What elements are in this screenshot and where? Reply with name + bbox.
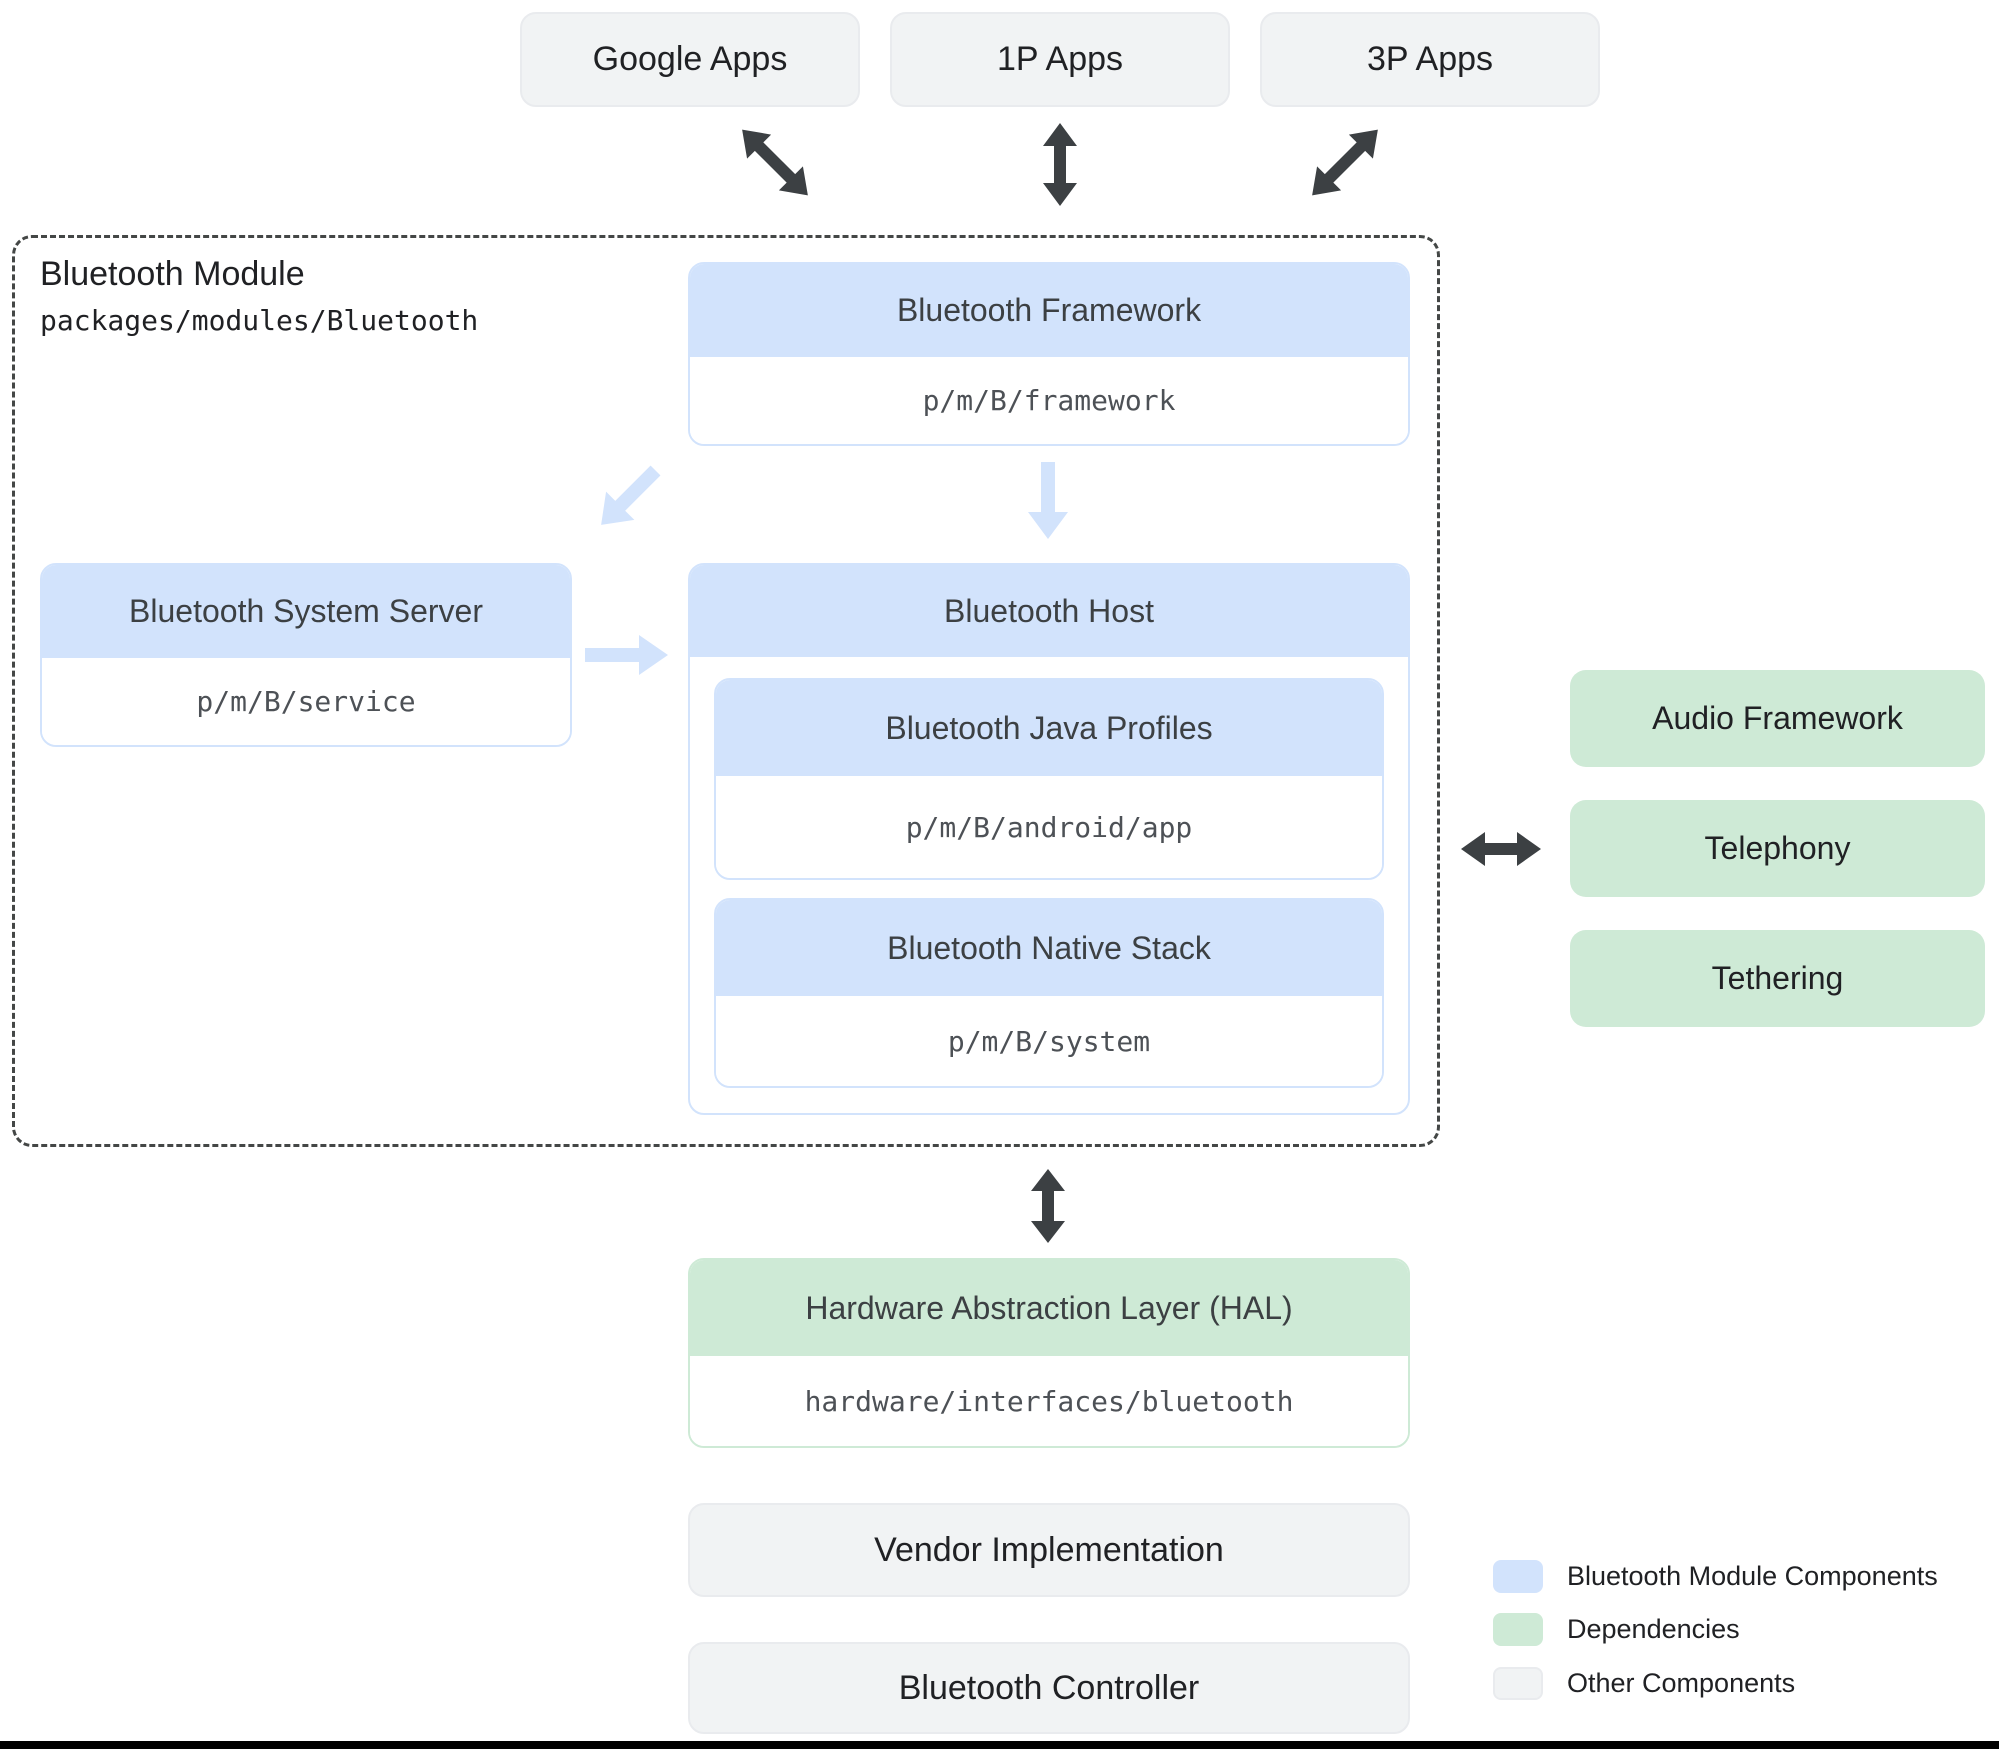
bluetooth-host-box: Bluetooth Host Bluetooth Java Profiles p…: [688, 563, 1410, 1115]
module-hal-arrow-icon: [1028, 1168, 1068, 1244]
bluetooth-native-stack-path: p/m/B/system: [716, 996, 1382, 1086]
audio-framework-box: Audio Framework: [1570, 670, 1985, 767]
google-apps-box: Google Apps: [520, 12, 860, 107]
third-party-apps-module-arrow-icon: [1297, 115, 1392, 210]
bluetooth-native-stack-title: Bluetooth Native Stack: [716, 900, 1382, 996]
legend-swatch-module-components: [1493, 1560, 1543, 1593]
bluetooth-module-path: packages/modules/Bluetooth: [40, 304, 479, 337]
first-party-apps-module-arrow-icon: [1040, 122, 1080, 207]
bluetooth-native-stack-box: Bluetooth Native Stack p/m/B/system: [714, 898, 1384, 1088]
hal-title: Hardware Abstraction Layer (HAL): [690, 1260, 1408, 1356]
screenshot-bottom-edge: [0, 1741, 1999, 1749]
module-dependencies-arrow-icon: [1460, 829, 1542, 869]
bluetooth-framework-title: Bluetooth Framework: [690, 264, 1408, 357]
framework-to-system-server-arrow-icon: [585, 455, 671, 541]
bluetooth-module-title: Bluetooth Module: [40, 255, 305, 293]
google-apps-label: Google Apps: [592, 40, 788, 78]
tethering-label: Tethering: [1711, 960, 1844, 996]
bluetooth-java-profiles-title: Bluetooth Java Profiles: [716, 680, 1382, 776]
tethering-box: Tethering: [1570, 930, 1985, 1027]
telephony-label: Telephony: [1704, 830, 1851, 866]
bluetooth-framework-box: Bluetooth Framework p/m/B/framework: [688, 262, 1410, 446]
legend-label-dependencies: Dependencies: [1567, 1614, 1740, 1644]
first-party-apps-label: 1P Apps: [996, 40, 1124, 78]
bluetooth-java-profiles-box: Bluetooth Java Profiles p/m/B/android/ap…: [714, 678, 1384, 880]
bluetooth-system-server-box: Bluetooth System Server p/m/B/service: [40, 563, 572, 747]
bluetooth-java-profiles-path: p/m/B/android/app: [716, 776, 1382, 878]
vendor-implementation-box: Vendor Implementation: [688, 1503, 1410, 1597]
google-apps-module-arrow-icon: [727, 115, 822, 210]
hal-box: Hardware Abstraction Layer (HAL) hardwar…: [688, 1258, 1410, 1448]
audio-framework-label: Audio Framework: [1652, 700, 1903, 736]
framework-to-host-arrow-icon: [1026, 462, 1070, 540]
bluetooth-controller-label: Bluetooth Controller: [898, 1668, 1200, 1707]
bluetooth-framework-path: p/m/B/framework: [690, 357, 1408, 444]
legend-swatch-other-components: [1493, 1667, 1543, 1700]
third-party-apps-box: 3P Apps: [1260, 12, 1600, 107]
system-server-to-host-arrow-icon: [585, 633, 669, 677]
third-party-apps-label: 3P Apps: [1366, 40, 1494, 78]
hal-path: hardware/interfaces/bluetooth: [690, 1356, 1408, 1446]
bluetooth-host-title: Bluetooth Host: [690, 565, 1408, 657]
vendor-implementation-label: Vendor Implementation: [874, 1530, 1224, 1569]
bluetooth-system-server-path: p/m/B/service: [42, 658, 570, 745]
bluetooth-system-server-title: Bluetooth System Server: [42, 565, 570, 658]
bluetooth-module-container: [12, 235, 1440, 1147]
telephony-box: Telephony: [1570, 800, 1985, 897]
first-party-apps-box: 1P Apps: [890, 12, 1230, 107]
legend-label-module-components: Bluetooth Module Components: [1567, 1561, 1938, 1591]
legend-label-other-components: Other Components: [1567, 1668, 1796, 1698]
bluetooth-controller-box: Bluetooth Controller: [688, 1642, 1410, 1734]
legend-swatch-dependencies: [1493, 1613, 1543, 1646]
